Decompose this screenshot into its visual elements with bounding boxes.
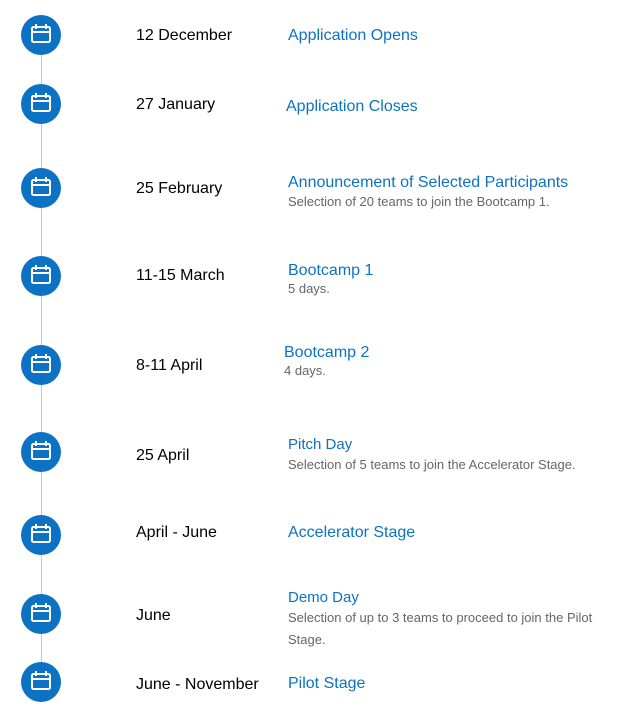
calendar-icon — [21, 84, 61, 124]
event-description: Selection of up to 3 teams to proceed to… — [288, 610, 593, 647]
event-description: 4 days. — [284, 363, 326, 378]
event-date: June — [136, 607, 171, 624]
event-description: Selection of 20 teams to join the Bootca… — [288, 194, 550, 209]
event-date: June - November — [136, 676, 259, 693]
calendar-icon — [21, 662, 61, 702]
event-description: Selection of 5 teams to join the Acceler… — [288, 457, 576, 472]
calendar-icon — [21, 345, 61, 385]
event-date: 11-15 March — [136, 267, 225, 284]
event-title[interactable]: Application Closes — [286, 98, 418, 115]
calendar-icon — [21, 15, 61, 55]
event-description: 5 days. — [288, 281, 330, 296]
event-date: April - June — [136, 524, 217, 541]
event-date: 27 January — [136, 96, 216, 113]
event-title[interactable]: Bootcamp 2 — [284, 344, 370, 361]
event-date: 8-11 April — [136, 357, 203, 374]
event-date: 25 February — [136, 180, 223, 197]
event-title[interactable]: Accelerator Stage — [288, 524, 416, 541]
event-date: 25 April — [136, 447, 190, 464]
event-title[interactable]: Application Opens — [288, 27, 418, 44]
event-date: 12 December — [136, 27, 233, 44]
calendar-icon — [21, 594, 61, 634]
event-title[interactable]: Announcement of Selected Participants — [288, 174, 569, 191]
event-title[interactable]: Pitch Day — [288, 436, 353, 453]
calendar-icon — [21, 256, 61, 296]
event-title[interactable]: Demo Day — [288, 589, 359, 606]
calendar-icon — [21, 432, 61, 472]
calendar-icon — [21, 168, 61, 208]
calendar-icon — [21, 515, 61, 555]
event-title[interactable]: Bootcamp 1 — [288, 262, 374, 279]
event-title[interactable]: Pilot Stage — [288, 675, 366, 692]
